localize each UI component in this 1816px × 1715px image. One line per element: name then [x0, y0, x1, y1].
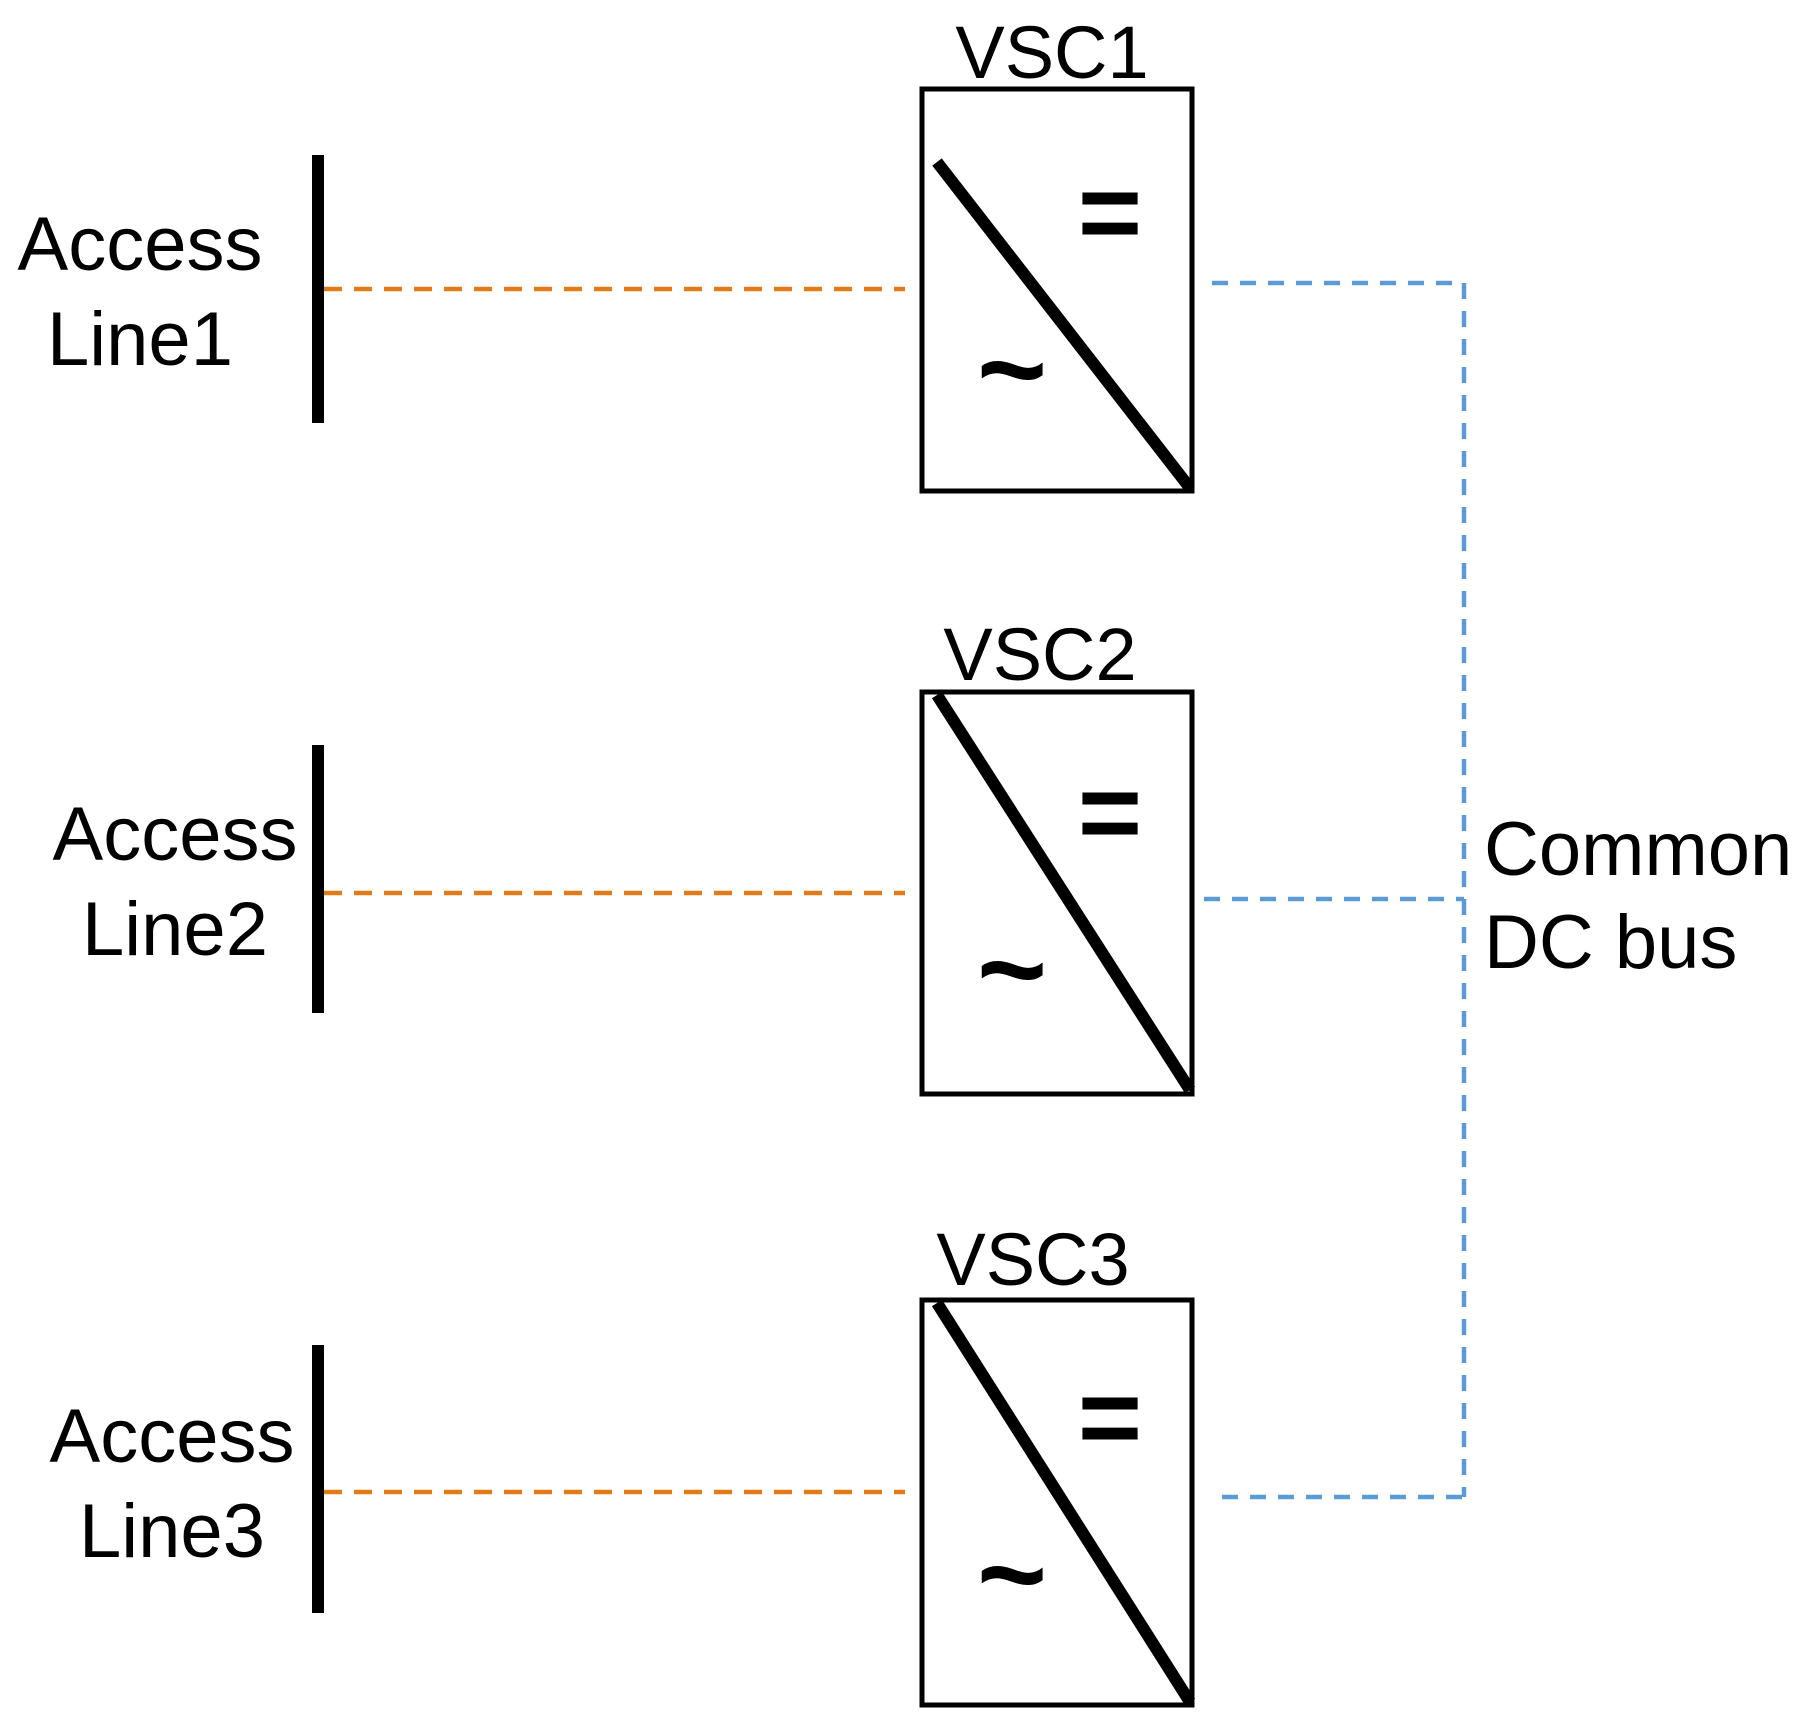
common-dc-bus-label: Common DC bus: [1484, 807, 1792, 985]
vsc-3: VSC3 = ~: [919, 1218, 1196, 1708]
access-line-1-label-bottom: Line1: [47, 297, 233, 382]
vsc-1-box: [919, 86, 1195, 494]
access-line-2-label-bottom: Line2: [82, 887, 268, 972]
vsc-2: VSC2 = ~: [919, 613, 1196, 1097]
common-dc-bus-label-bottom: DC bus: [1484, 900, 1737, 985]
vsc-1-ac-symbol: ~: [977, 302, 1047, 436]
access-line-2-group: Access Line2: [53, 745, 324, 1013]
vsc-2-box: [919, 689, 1195, 1097]
access-line-1-label-top: Access: [18, 202, 263, 287]
vsc-3-diagonal: [931, 1299, 1196, 1706]
vsc-2-label: VSC2: [943, 613, 1136, 696]
vsc-3-ac-symbol: ~: [977, 1507, 1047, 1641]
access-line-1-group: Access Line1: [18, 155, 324, 423]
vsc-1-dc-symbol: =: [1078, 151, 1142, 274]
access-line-3-label-top: Access: [50, 1394, 295, 1479]
vsc-1: VSC1 = ~: [919, 11, 1195, 494]
vsc-3-label: VSC3: [936, 1218, 1129, 1301]
vsc-3-box: [919, 1297, 1195, 1708]
vsc-2-ac-symbol: ~: [977, 902, 1047, 1036]
access-line-3-label-bottom: Line3: [79, 1489, 265, 1574]
common-dc-bus-label-top: Common: [1484, 807, 1792, 892]
access-line-3-group: Access Line3: [50, 1345, 324, 1613]
vsc-3-dc-symbol: =: [1078, 1356, 1142, 1479]
access-line-2-label-top: Access: [53, 792, 298, 877]
vsc-1-diagonal: [932, 158, 1195, 492]
vsc-2-dc-symbol: =: [1078, 751, 1142, 874]
vsc-2-diagonal: [931, 691, 1196, 1094]
vsc-1-label: VSC1: [955, 11, 1148, 94]
